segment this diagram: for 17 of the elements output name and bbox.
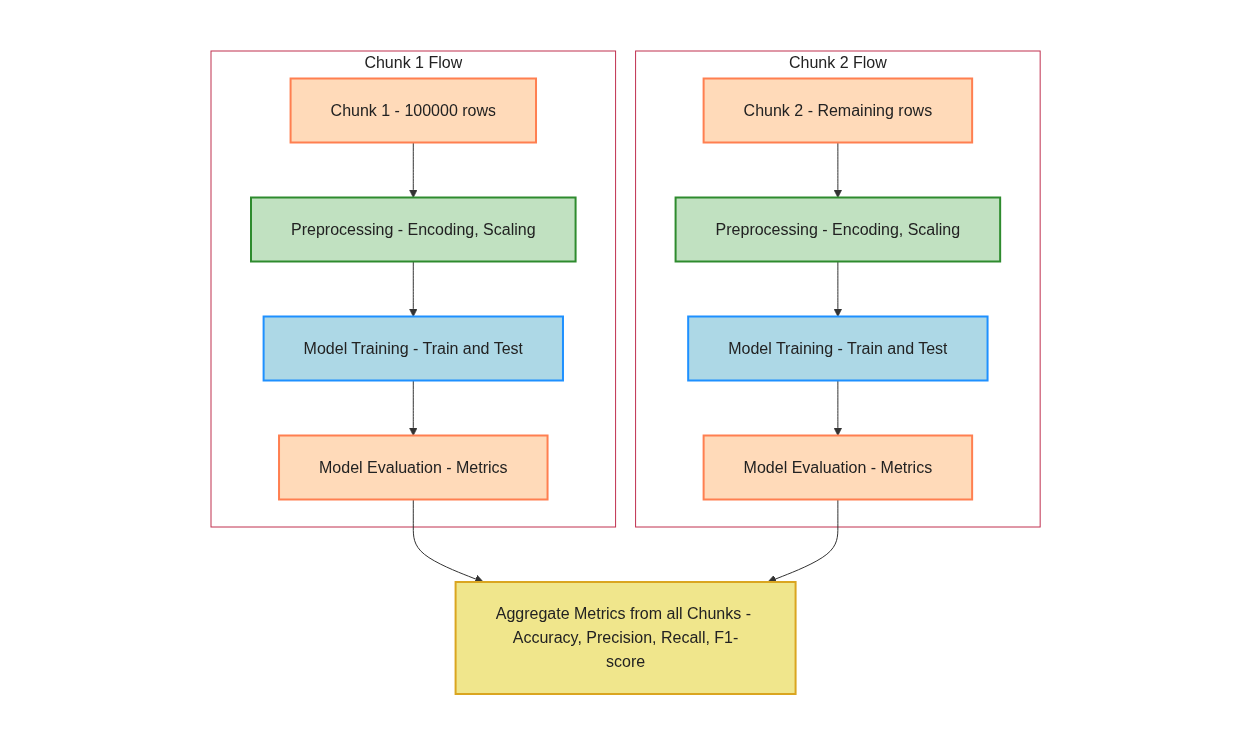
node-box: Model Training - Train and Test [263,315,565,381]
arrow [833,141,843,198]
node-box: Aggregate Metrics from all Chunks - Accuracy, Precision, Recall, F1-score [455,580,797,695]
node-box: Preprocessing - Encoding, Scaling [250,196,577,262]
arrow [409,379,419,436]
node-box: Preprocessing - Encoding, Scaling [675,196,1002,262]
arrow [767,498,839,583]
node-box: Model Evaluation - Metrics [703,434,974,500]
arrow [833,260,843,317]
arrow [413,498,485,583]
node-box: Model Evaluation - Metrics [278,434,549,500]
arrow [409,141,419,198]
node-box: Model Training - Train and Test [687,315,989,381]
node-box: Chunk 1 - 100000 rows [290,77,538,143]
arrow [409,260,419,317]
node-box: Chunk 2 - Remaining rows [703,77,974,143]
arrow [833,379,843,436]
